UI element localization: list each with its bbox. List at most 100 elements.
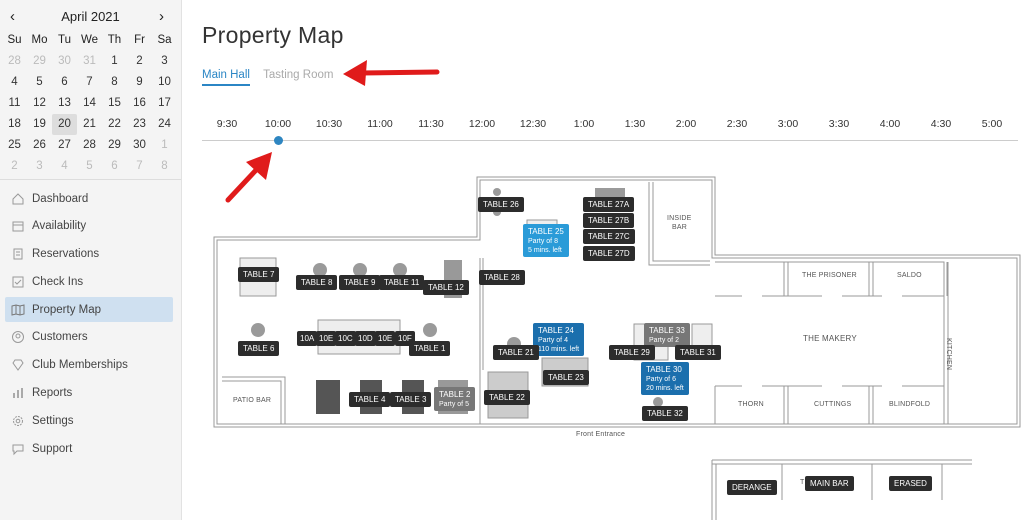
calendar-day[interactable]: 3 [36,160,43,172]
sidebar-item-settings[interactable]: Settings [5,408,173,433]
calendar-day[interactable]: 4 [61,160,68,172]
sidebar-item-reports[interactable]: Reports [5,381,173,406]
calendar-day[interactable]: 11 [8,97,21,109]
table-27c[interactable]: TABLE 27C [583,229,635,244]
calendar-day[interactable]: 10 [158,76,171,88]
table-31[interactable]: TABLE 31 [675,345,721,360]
calendar-day[interactable]: 24 [158,118,171,130]
calendar-day[interactable]: 7 [86,76,93,88]
table-10a[interactable]: 10A [297,331,318,346]
time-label[interactable]: 11:30 [418,118,444,130]
calendar-day[interactable]: 1 [161,139,168,151]
table-main-bar[interactable]: MAIN BAR [805,476,854,491]
table-33[interactable]: TABLE 33 Party of 2 [644,323,690,347]
calendar-day[interactable]: 21 [83,118,96,130]
table-7[interactable]: TABLE 7 [238,267,280,282]
calendar-day[interactable]: 17 [158,97,171,109]
time-label[interactable]: 2:00 [675,118,697,130]
calendar-day[interactable]: 2 [136,55,143,67]
calendar-day[interactable]: 23 [133,118,146,130]
calendar-day[interactable]: 30 [133,139,146,151]
calendar-day[interactable]: 28 [83,139,96,151]
table-9[interactable]: TABLE 9 [339,275,381,290]
sidebar-item-availability[interactable]: Availability [5,214,173,239]
time-label[interactable]: 12:00 [468,118,496,130]
table-11[interactable]: TABLE 11 [379,275,425,290]
calendar-day[interactable]: 22 [108,118,121,130]
calendar-day[interactable]: 31 [83,55,96,67]
table-26[interactable]: TABLE 26 [478,197,524,212]
time-label[interactable]: 9:30 [216,118,238,130]
table-3[interactable]: TABLE 3 [390,392,432,407]
sidebar-item-customers[interactable]: Customers [5,325,173,350]
sidebar-item-club-memberships[interactable]: Club Memberships [5,353,173,378]
table-29[interactable]: TABLE 29 [609,345,655,360]
timeline-track[interactable] [202,140,1018,141]
table-21[interactable]: TABLE 21 [493,345,539,360]
table-erased[interactable]: ERASED [889,476,932,491]
calendar-day[interactable]: 28 [8,55,21,67]
table-23[interactable]: TABLE 23 [543,370,589,385]
time-label[interactable]: 1:00 [573,118,595,130]
table-27a[interactable]: TABLE 27A [583,197,635,212]
calendar-day[interactable]: 14 [83,97,96,109]
sidebar-item-support[interactable]: Support [5,436,173,461]
table-24[interactable]: TABLE 24 Party of 4 110 mins. left [533,323,585,356]
calendar-day[interactable]: 16 [133,97,146,109]
table-10d[interactable]: 10D [355,331,376,346]
table-32[interactable]: TABLE 32 [642,406,688,421]
time-label[interactable]: 11:00 [367,118,393,130]
time-label[interactable]: 12:30 [519,118,547,130]
time-label[interactable]: 2:30 [726,118,748,130]
calendar-day[interactable]: 30 [58,55,71,67]
table-28[interactable]: TABLE 28 [479,270,525,285]
calendar-day[interactable]: 6 [111,160,118,172]
table-25[interactable]: TABLE 25 Party of 8 5 mins. left [523,224,569,257]
time-label[interactable]: 10:00 [264,118,292,130]
calendar-day[interactable]: 29 [33,55,46,67]
table-10b[interactable]: 10E [316,331,337,346]
time-label[interactable]: 1:30 [624,118,646,130]
next-month-button[interactable]: › [159,8,164,25]
time-label[interactable]: 3:00 [777,118,799,130]
table-10e[interactable]: 10E [375,331,396,346]
table-2[interactable]: TABLE 2 Party of 5 [434,387,476,411]
calendar-day[interactable]: 18 [8,118,21,130]
calendar-day-selected[interactable]: 20 [52,114,77,135]
calendar-day[interactable]: 3 [161,55,168,67]
calendar-day[interactable]: 8 [111,76,118,88]
calendar-day[interactable]: 15 [108,97,121,109]
prev-month-button[interactable]: ‹ [10,8,15,25]
table-8[interactable]: TABLE 8 [296,275,338,290]
table-27d[interactable]: TABLE 27D [583,246,635,261]
tab-main-hall[interactable]: Main Hall [202,69,250,86]
calendar-day[interactable]: 26 [33,139,46,151]
table-10c[interactable]: 10C [335,331,356,346]
calendar-day[interactable]: 5 [36,76,43,88]
calendar-day[interactable]: 13 [58,97,71,109]
calendar-day[interactable]: 4 [11,76,18,88]
table-30[interactable]: TABLE 30 Party of 6 20 mins. left [641,362,689,395]
time-label[interactable]: 5:00 [981,118,1003,130]
table-22[interactable]: TABLE 22 [484,390,530,405]
calendar-day[interactable]: 9 [136,76,143,88]
sidebar-item-property-map[interactable]: Property Map [5,297,173,323]
sidebar-item-reservations[interactable]: Reservations [5,242,173,267]
sidebar-item-check-ins[interactable]: Check Ins [5,269,173,294]
table-27b[interactable]: TABLE 27B [583,213,635,228]
calendar-day[interactable]: 1 [111,55,118,67]
calendar-day[interactable]: 6 [61,76,68,88]
time-label[interactable]: 10:30 [315,118,343,130]
timeline-handle[interactable] [274,136,283,145]
table-12[interactable]: TABLE 12 [423,280,469,295]
time-label[interactable]: 4:00 [879,118,901,130]
calendar-day[interactable]: 8 [161,160,168,172]
calendar-day[interactable]: 25 [8,139,21,151]
sidebar-item-dashboard[interactable]: Dashboard [5,186,173,211]
calendar-day[interactable]: 19 [33,118,46,130]
tab-tasting-room[interactable]: Tasting Room [263,69,334,81]
table-4[interactable]: TABLE 4 [349,392,391,407]
time-label[interactable]: 3:30 [828,118,850,130]
calendar-day[interactable]: 7 [136,160,143,172]
table-derange[interactable]: DERANGE [727,480,777,495]
